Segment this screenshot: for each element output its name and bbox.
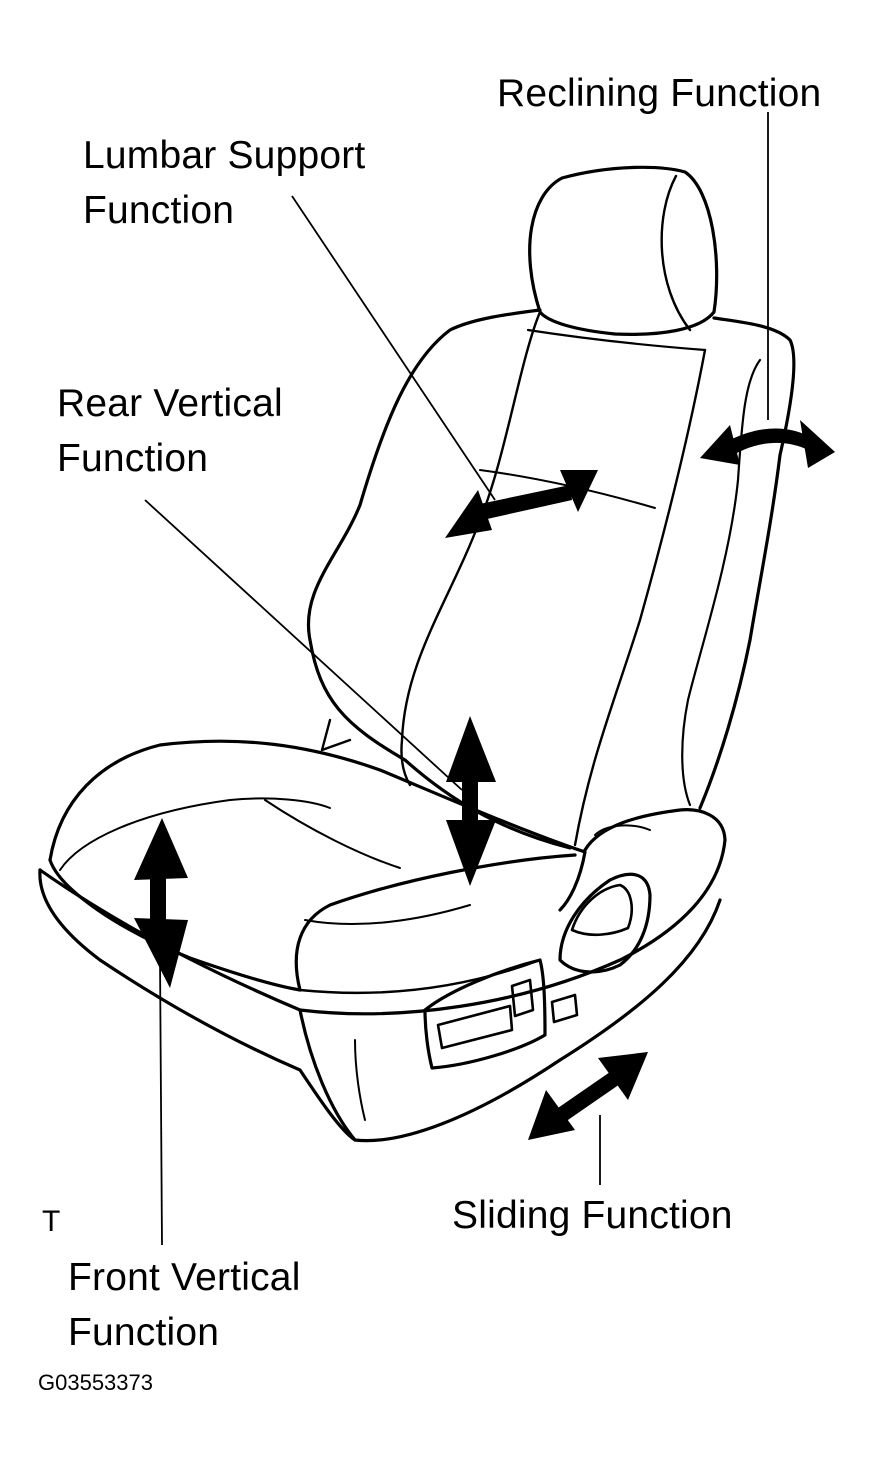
front-vertical-function-label-line-2: Function bbox=[68, 1311, 220, 1355]
front-vertical-function-label: Front Vertical Function bbox=[68, 1250, 301, 1361]
leader-lines bbox=[144, 112, 769, 1246]
seatback bbox=[306, 308, 796, 850]
lumbar-support-function-label-line-1: Lumbar Support bbox=[83, 134, 366, 177]
lumbar-support-function-label: Lumbar Support Function bbox=[83, 128, 365, 239]
rear-vertical-function-label-line-1: Rear Vertical bbox=[57, 382, 283, 425]
figure-code: G03553373 bbox=[38, 1370, 153, 1395]
seat-cushion bbox=[48, 739, 587, 995]
leader-front-vertical bbox=[159, 957, 163, 1246]
rear-vertical-arrow-icon bbox=[446, 716, 496, 886]
headrest bbox=[528, 165, 719, 336]
reclining-function-label-line-1: Reclining Function bbox=[497, 72, 822, 115]
reclining-function-label: Reclining Function bbox=[497, 66, 821, 121]
reclining-arrow-icon bbox=[700, 420, 835, 468]
rear-vertical-function-label-line-2: Function bbox=[57, 437, 209, 481]
seat-base bbox=[38, 808, 727, 1143]
leader-rear-vertical bbox=[144, 499, 463, 791]
sliding-function-label: Sliding Function bbox=[452, 1188, 733, 1243]
rear-vertical-function-label: Rear Vertical Function bbox=[57, 376, 283, 487]
sliding-arrow-icon bbox=[528, 1052, 648, 1140]
lumbar-arrow-icon bbox=[445, 470, 598, 538]
sliding-function-label-line-1: Sliding Function bbox=[452, 1194, 733, 1237]
leader-lumbar bbox=[291, 195, 496, 501]
corner-mark: T bbox=[42, 1205, 61, 1238]
front-vertical-arrow-icon bbox=[134, 818, 188, 988]
lumbar-support-function-label-line-2: Function bbox=[83, 189, 235, 233]
front-vertical-function-label-line-1: Front Vertical bbox=[68, 1256, 301, 1299]
